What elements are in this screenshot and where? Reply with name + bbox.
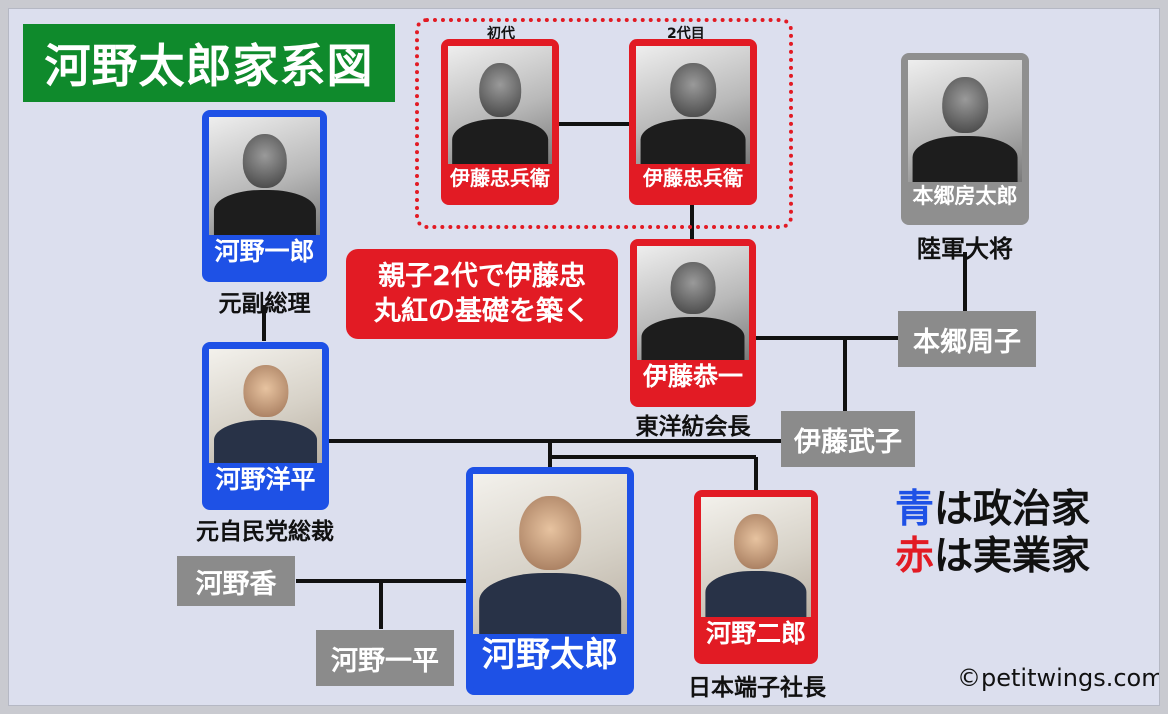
person-name: 河野一郎 — [214, 237, 315, 266]
callout-line-2: 丸紅の基礎を築く — [374, 296, 590, 327]
jiro-caption: 日本端子社長 — [688, 675, 826, 701]
tag-ito-takeko: 伊藤武子 — [781, 411, 915, 467]
copyright-credit: ©petitwings.com — [957, 664, 1160, 692]
person-name: 本郷房太郎 — [912, 184, 1018, 208]
person-name: 伊藤忠兵衛 — [450, 166, 550, 190]
tag-kono-kaori: 河野香 — [177, 556, 295, 606]
person-name: 伊藤忠兵衛 — [643, 166, 743, 190]
legend-red-word: 赤 — [895, 533, 935, 579]
person-card-hongo: 本郷房太郎 — [901, 53, 1029, 225]
callout-line-1: 親子2代で伊藤忠 — [378, 260, 586, 292]
portrait-photo — [701, 497, 811, 617]
portrait-photo — [636, 46, 750, 164]
connector-lines — [262, 122, 967, 629]
person-card-chubei-first: 伊藤忠兵衛 — [441, 39, 559, 205]
page-title: 河野太郎家系図 — [23, 24, 395, 102]
person-name: 河野二郎 — [705, 619, 806, 648]
portrait-photo — [448, 46, 552, 164]
legend-red-text: は実業家 — [934, 533, 1091, 579]
person-card-yohei: 河野洋平 — [202, 342, 329, 510]
ito-chubei-callout: 親子2代で伊藤忠 丸紅の基礎を築く — [346, 249, 618, 339]
portrait-photo — [473, 474, 627, 634]
portrait-photo — [209, 117, 320, 235]
color-legend: 青は政治家 赤は実業家 — [895, 487, 1090, 581]
legend-businessman: 赤は実業家 — [895, 534, 1090, 581]
hongo-caption: 陸軍大将 — [917, 235, 1013, 263]
person-card-kyoichi: 伊藤恭一 — [630, 239, 756, 407]
ito-chubei-group-outline — [415, 18, 793, 229]
family-tree-canvas: 河野太郎家系図 初代 2代目 伊藤忠兵衛 伊藤忠兵衛 本郷房太郎 陸軍大将 河野… — [8, 8, 1160, 706]
ichiro-caption: 元副総理 — [218, 291, 311, 317]
yohei-caption: 元自民党総裁 — [196, 519, 334, 545]
portrait-photo — [908, 60, 1022, 182]
tag-hongo-shuko: 本郷周子 — [898, 311, 1036, 367]
person-name: 河野太郎 — [482, 635, 618, 675]
kyoichi-caption: 東洋紡会長 — [635, 414, 751, 440]
person-name: 伊藤恭一 — [642, 362, 743, 391]
legend-politician: 青は政治家 — [895, 487, 1090, 534]
legend-blue-text: は政治家 — [934, 487, 1091, 532]
person-card-chubei-second: 伊藤忠兵衛 — [629, 39, 757, 205]
person-card-jiro: 河野二郎 — [694, 490, 818, 664]
portrait-photo — [637, 246, 749, 360]
person-card-ichiro: 河野一郎 — [202, 110, 327, 282]
person-name: 河野洋平 — [215, 465, 316, 494]
person-card-taro: 河野太郎 — [466, 467, 634, 695]
tag-kono-ippei: 河野一平 — [316, 630, 454, 686]
portrait-photo — [209, 349, 322, 463]
first-generation-label: 初代 — [487, 26, 515, 42]
legend-blue-word: 青 — [895, 487, 935, 532]
second-generation-label: 2代目 — [667, 26, 705, 42]
